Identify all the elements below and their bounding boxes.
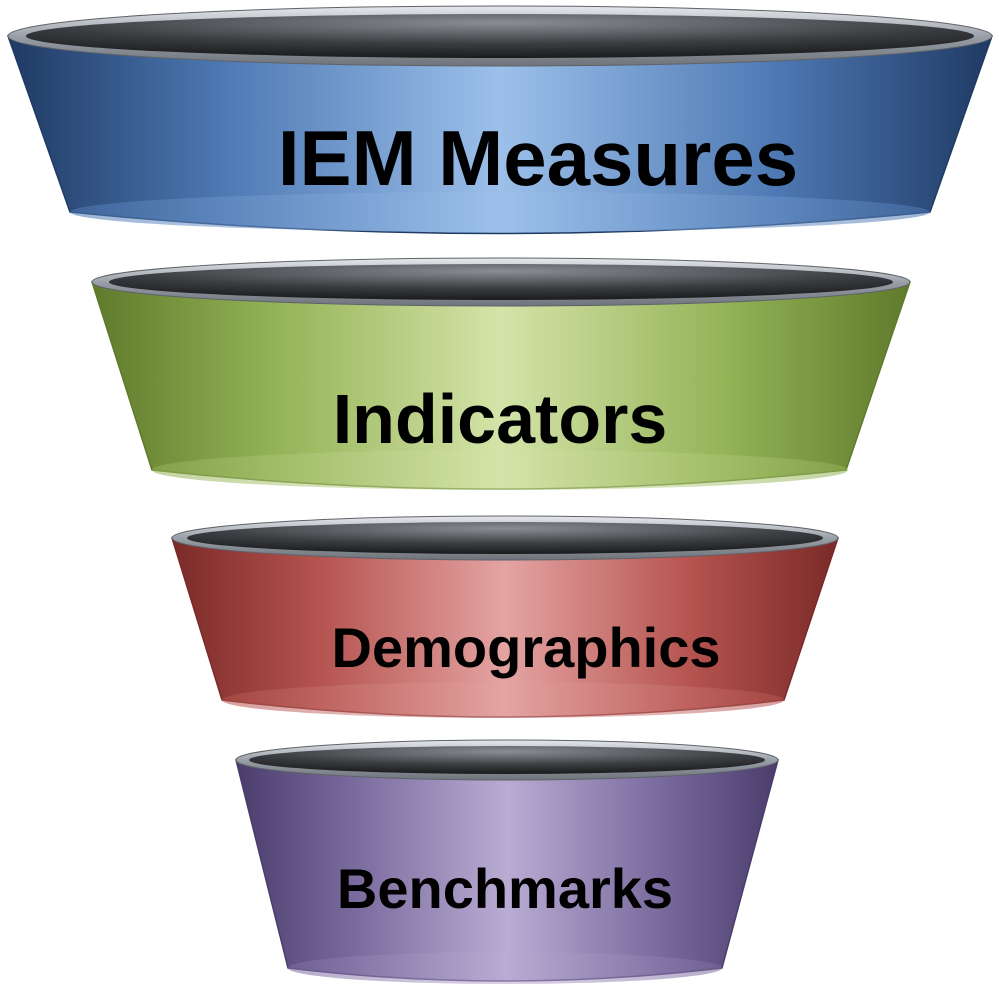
tier-1-opening: [26, 14, 974, 58]
funnel-tier-3: Demographics: [170, 515, 840, 718]
tier-3-bottom-rim: [222, 682, 784, 718]
tier-4-label: Benchmarks: [337, 857, 673, 920]
tier-2-label: Indicators: [333, 380, 668, 458]
tier-1-label: IEM Measures: [278, 114, 798, 202]
tier-2-opening: [109, 264, 893, 300]
tier-2-bottom-rim: [152, 450, 848, 490]
tier-1-bottom-rim: [70, 192, 930, 232]
funnel-tier-4: Benchmarks: [235, 739, 779, 984]
tier-4-bottom-rim: [288, 952, 722, 984]
funnel-tier-1: IEM Measures: [6, 5, 994, 235]
tier-3-opening: [187, 522, 823, 554]
funnel-tier-2: Indicators: [90, 257, 912, 490]
tier-3-label: Demographics: [332, 616, 721, 679]
tier-4-opening: [249, 746, 765, 774]
